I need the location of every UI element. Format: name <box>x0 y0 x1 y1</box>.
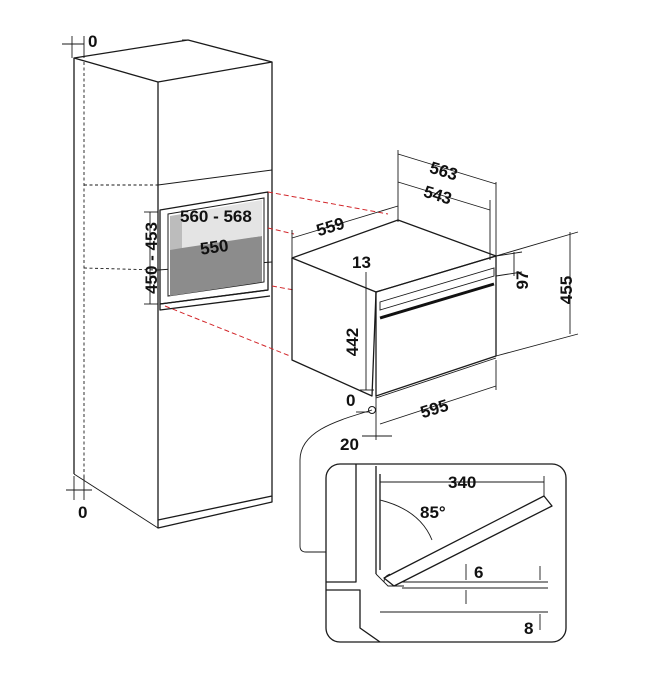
oven-side-face <box>291 258 377 397</box>
cabinet-front-face <box>157 62 273 521</box>
oven-niche <box>159 191 271 311</box>
alignment-guides <box>164 191 389 357</box>
door-gap-label: 6 <box>474 563 483 582</box>
niche-depth-label: 550 <box>199 236 230 259</box>
oven-side-depth-label: 559 <box>314 214 347 240</box>
door-detail-callout: 340 85° 6 8 <box>299 409 567 643</box>
front-offset-label: 20 <box>340 435 359 454</box>
oven-width-dimension: 595 0 20 <box>340 360 497 454</box>
niche-height-label: 450 - 453 <box>142 222 161 294</box>
callout-leader <box>299 409 373 553</box>
oven-control-panel <box>379 267 495 311</box>
oven-bottom-offset-label: 0 <box>346 391 355 410</box>
oven-width-label: 595 <box>418 396 451 422</box>
door-depth-label: 340 <box>448 473 476 492</box>
niche-floor <box>170 236 262 296</box>
door-angle-label: 85° <box>420 503 446 522</box>
oven-front-face <box>375 255 497 397</box>
niche-dimensions: 560 - 568 550 450 - 453 <box>142 207 252 305</box>
oven-depth-body-label: 543 <box>421 182 454 208</box>
oven-height-dimensions: 13 442 97 455 <box>343 231 579 391</box>
niche-width-label: 560 - 568 <box>180 207 252 226</box>
oven-total-height-label: 455 <box>557 276 576 304</box>
oven-top-gap-label: 13 <box>352 253 371 272</box>
floor-gap-label: 8 <box>524 619 533 638</box>
detail-frame <box>325 463 567 643</box>
top-offset-dimension: 0 <box>62 32 97 58</box>
tall-cabinet <box>73 39 273 529</box>
bottom-offset-dimension: 0 <box>66 476 92 522</box>
top-offset-label: 0 <box>88 32 97 51</box>
oven-depth-dimensions: 563 543 559 <box>291 150 497 260</box>
door-open <box>383 495 553 587</box>
oven-front-top-label: 97 <box>513 271 532 290</box>
oven-body-height-label: 442 <box>343 328 362 356</box>
oven-door-top <box>379 282 495 320</box>
angle-arc <box>379 499 433 541</box>
cabinet-plinth <box>157 496 273 529</box>
oven-depth-total-label: 563 <box>427 158 460 184</box>
oven-unit <box>291 219 497 399</box>
bottom-offset-label: 0 <box>78 503 87 522</box>
cabinet-top-face <box>73 39 273 83</box>
